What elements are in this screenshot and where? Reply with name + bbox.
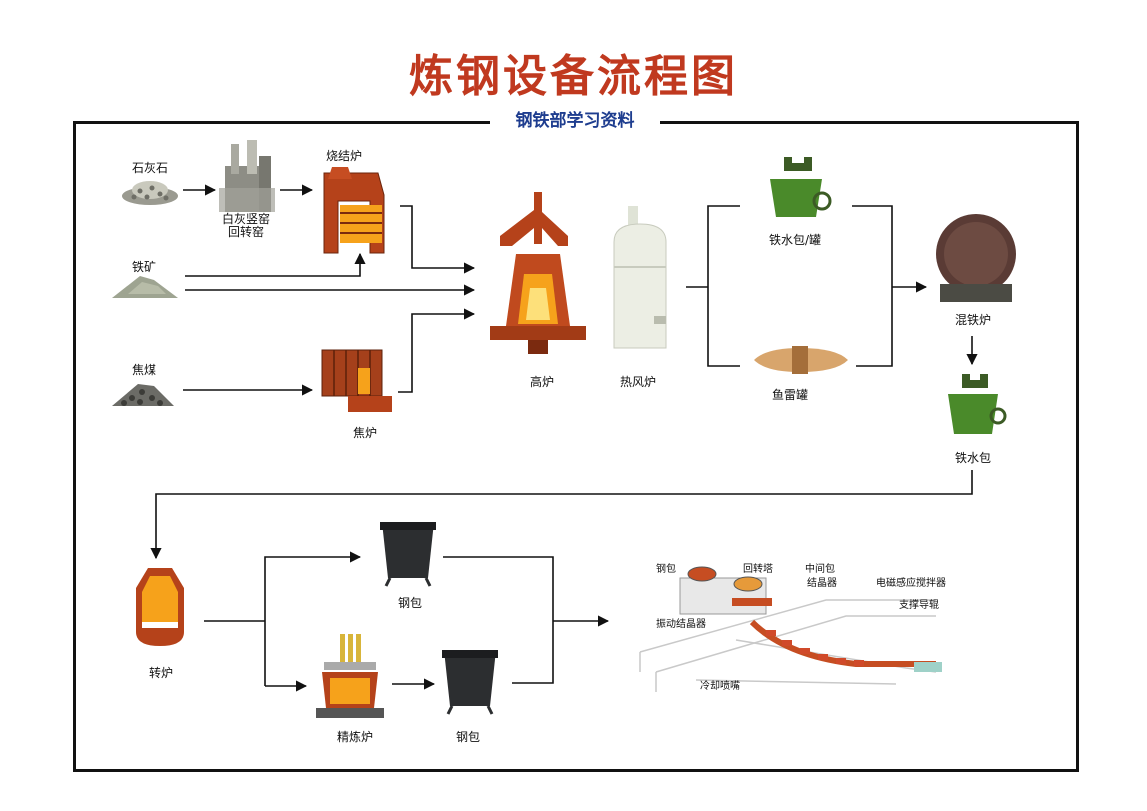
refining-furnace-icon xyxy=(316,634,384,718)
caster-stirrer-label: 电磁感应搅拌器 xyxy=(876,578,946,589)
steel-ladle-2-icon xyxy=(442,650,498,715)
lime-kiln-label-1: 白灰竖窑 xyxy=(221,212,270,226)
torpedo-car-icon xyxy=(754,346,848,374)
lime-kiln-label: 白灰竖窑 回转窑 xyxy=(207,213,285,239)
mixer-label: 混铁炉 xyxy=(954,313,991,327)
caster-support-rolls-label: 支撑导辊 xyxy=(899,600,939,611)
arrow-coke-bf xyxy=(398,308,476,393)
page-title: 炼钢设备流程图 xyxy=(409,51,738,102)
caster-ladle-label: 钢包 xyxy=(656,564,676,575)
iron-ladle-icon xyxy=(948,374,1007,434)
coke-oven-label: 焦炉 xyxy=(352,426,377,440)
caster-mold-label: 结晶器 xyxy=(807,578,837,589)
line-merge xyxy=(852,205,893,367)
line-ladle1-merge xyxy=(443,556,554,684)
caster-turret-label: 回转塔 xyxy=(743,564,773,575)
lime-kiln-icon xyxy=(219,140,275,212)
line-split-upper xyxy=(707,205,740,367)
continuous-caster-icon xyxy=(639,566,942,692)
coking-coal-label: 焦煤 xyxy=(131,363,156,377)
sinter-label: 烧结炉 xyxy=(325,149,362,163)
iron-ladle-label: 铁水包 xyxy=(954,451,991,465)
steel-ladle-2-label: 钢包 xyxy=(455,730,480,744)
coking-coal-pile-icon xyxy=(112,384,174,406)
page-subtitle: 钢铁部学习资料 xyxy=(490,106,660,131)
converter-label: 转炉 xyxy=(148,666,173,680)
limestone-pile-icon xyxy=(122,181,178,205)
blast-furnace-label: 高炉 xyxy=(529,375,554,389)
arrow-split-ladle1 xyxy=(264,551,362,686)
caster-tundish-label: 中间包 xyxy=(805,564,835,575)
ladle-tank-label: 铁水包/罐 xyxy=(768,233,822,247)
blast-furnace-icon xyxy=(490,192,586,354)
limestone-label: 石灰石 xyxy=(131,161,168,175)
coke-oven-icon xyxy=(321,349,392,412)
torpedo-car-label: 鱼雷罐 xyxy=(771,388,808,402)
ladle-tank-icon xyxy=(770,157,832,217)
arrow-ladle-converter xyxy=(150,470,973,560)
refining-label: 精炼炉 xyxy=(336,730,373,744)
arrow-sinter-bf xyxy=(400,205,476,274)
steel-ladle-1-label: 钢包 xyxy=(397,596,422,610)
caster-spray-label: 冷却喷嘴 xyxy=(700,681,740,692)
steel-ladle-1-icon xyxy=(380,522,436,587)
iron-ore-label: 铁矿 xyxy=(131,260,156,274)
sinter-furnace-icon xyxy=(323,167,385,254)
lime-kiln-label-2: 回转窑 xyxy=(227,225,264,239)
converter-icon xyxy=(136,568,184,646)
caster-osc-mold-label: 振动结晶器 xyxy=(656,619,706,630)
mixer-icon xyxy=(936,214,1016,302)
iron-ore-pile-icon xyxy=(112,276,178,298)
arrow-ore-sinter xyxy=(185,252,366,277)
hot-blast-stove-icon xyxy=(613,206,667,349)
hot-blast-stove-label: 热风炉 xyxy=(619,375,656,389)
